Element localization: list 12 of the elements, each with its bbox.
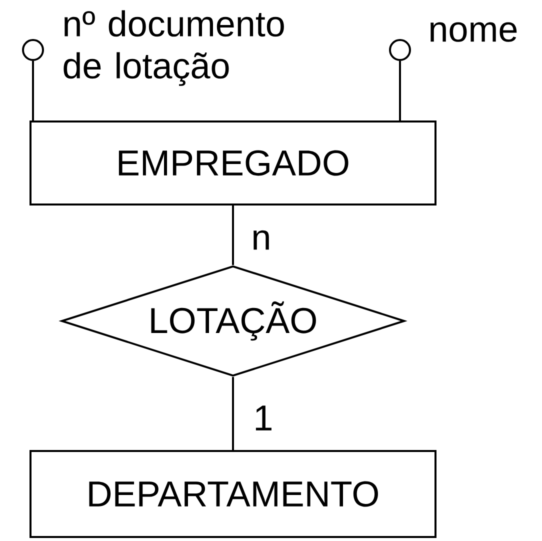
attribute-circle bbox=[22, 39, 44, 61]
cardinality-label: 1 bbox=[252, 404, 274, 432]
attribute-label: nome bbox=[430, 22, 517, 42]
connector-line bbox=[232, 377, 234, 450]
entity-box: EMPREGADO bbox=[30, 120, 436, 206]
attribute-label: nº documento de lotação bbox=[64, 10, 284, 86]
attribute-circle bbox=[389, 39, 411, 61]
connector-line bbox=[32, 61, 34, 120]
connector-line bbox=[232, 206, 234, 265]
connector-line bbox=[399, 61, 401, 120]
cardinality-label: n bbox=[250, 229, 272, 251]
entity-box: DEPARTAMENTO bbox=[30, 450, 436, 538]
